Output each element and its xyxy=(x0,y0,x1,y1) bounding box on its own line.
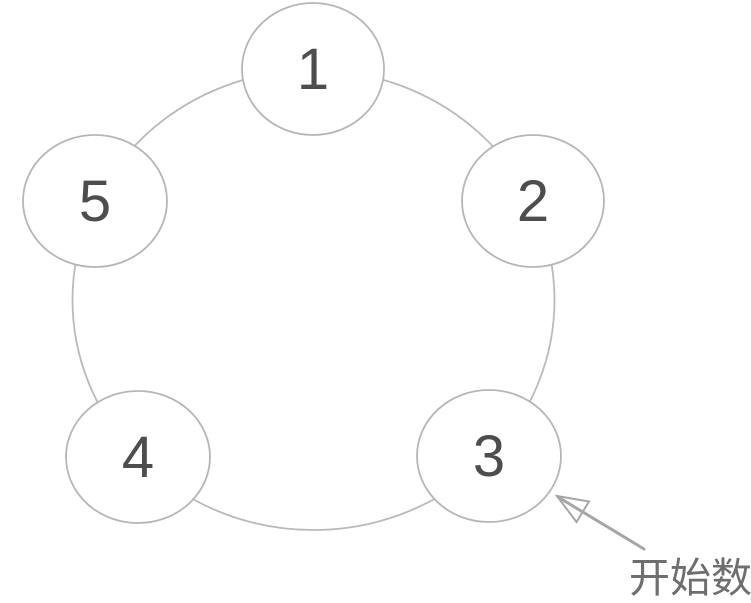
node-circle xyxy=(22,134,168,268)
node-label: 4 xyxy=(122,425,154,490)
node-4: 4 xyxy=(65,390,211,524)
arrow-shaft xyxy=(556,495,646,551)
node-label: 3 xyxy=(473,424,505,489)
node-circle xyxy=(65,390,211,524)
node-circle xyxy=(241,2,385,136)
node-circle xyxy=(416,389,562,523)
node-5: 5 xyxy=(22,134,168,268)
node-label: 2 xyxy=(517,169,549,234)
node-3: 3 xyxy=(416,389,562,523)
node-1: 1 xyxy=(241,2,385,136)
node-circle xyxy=(461,134,605,268)
start-annotation-label: 开始数 xyxy=(629,555,751,601)
node-label: 5 xyxy=(79,169,111,234)
node-2: 2 xyxy=(461,134,605,268)
start-arrow xyxy=(554,494,646,551)
node-label: 1 xyxy=(297,37,329,102)
